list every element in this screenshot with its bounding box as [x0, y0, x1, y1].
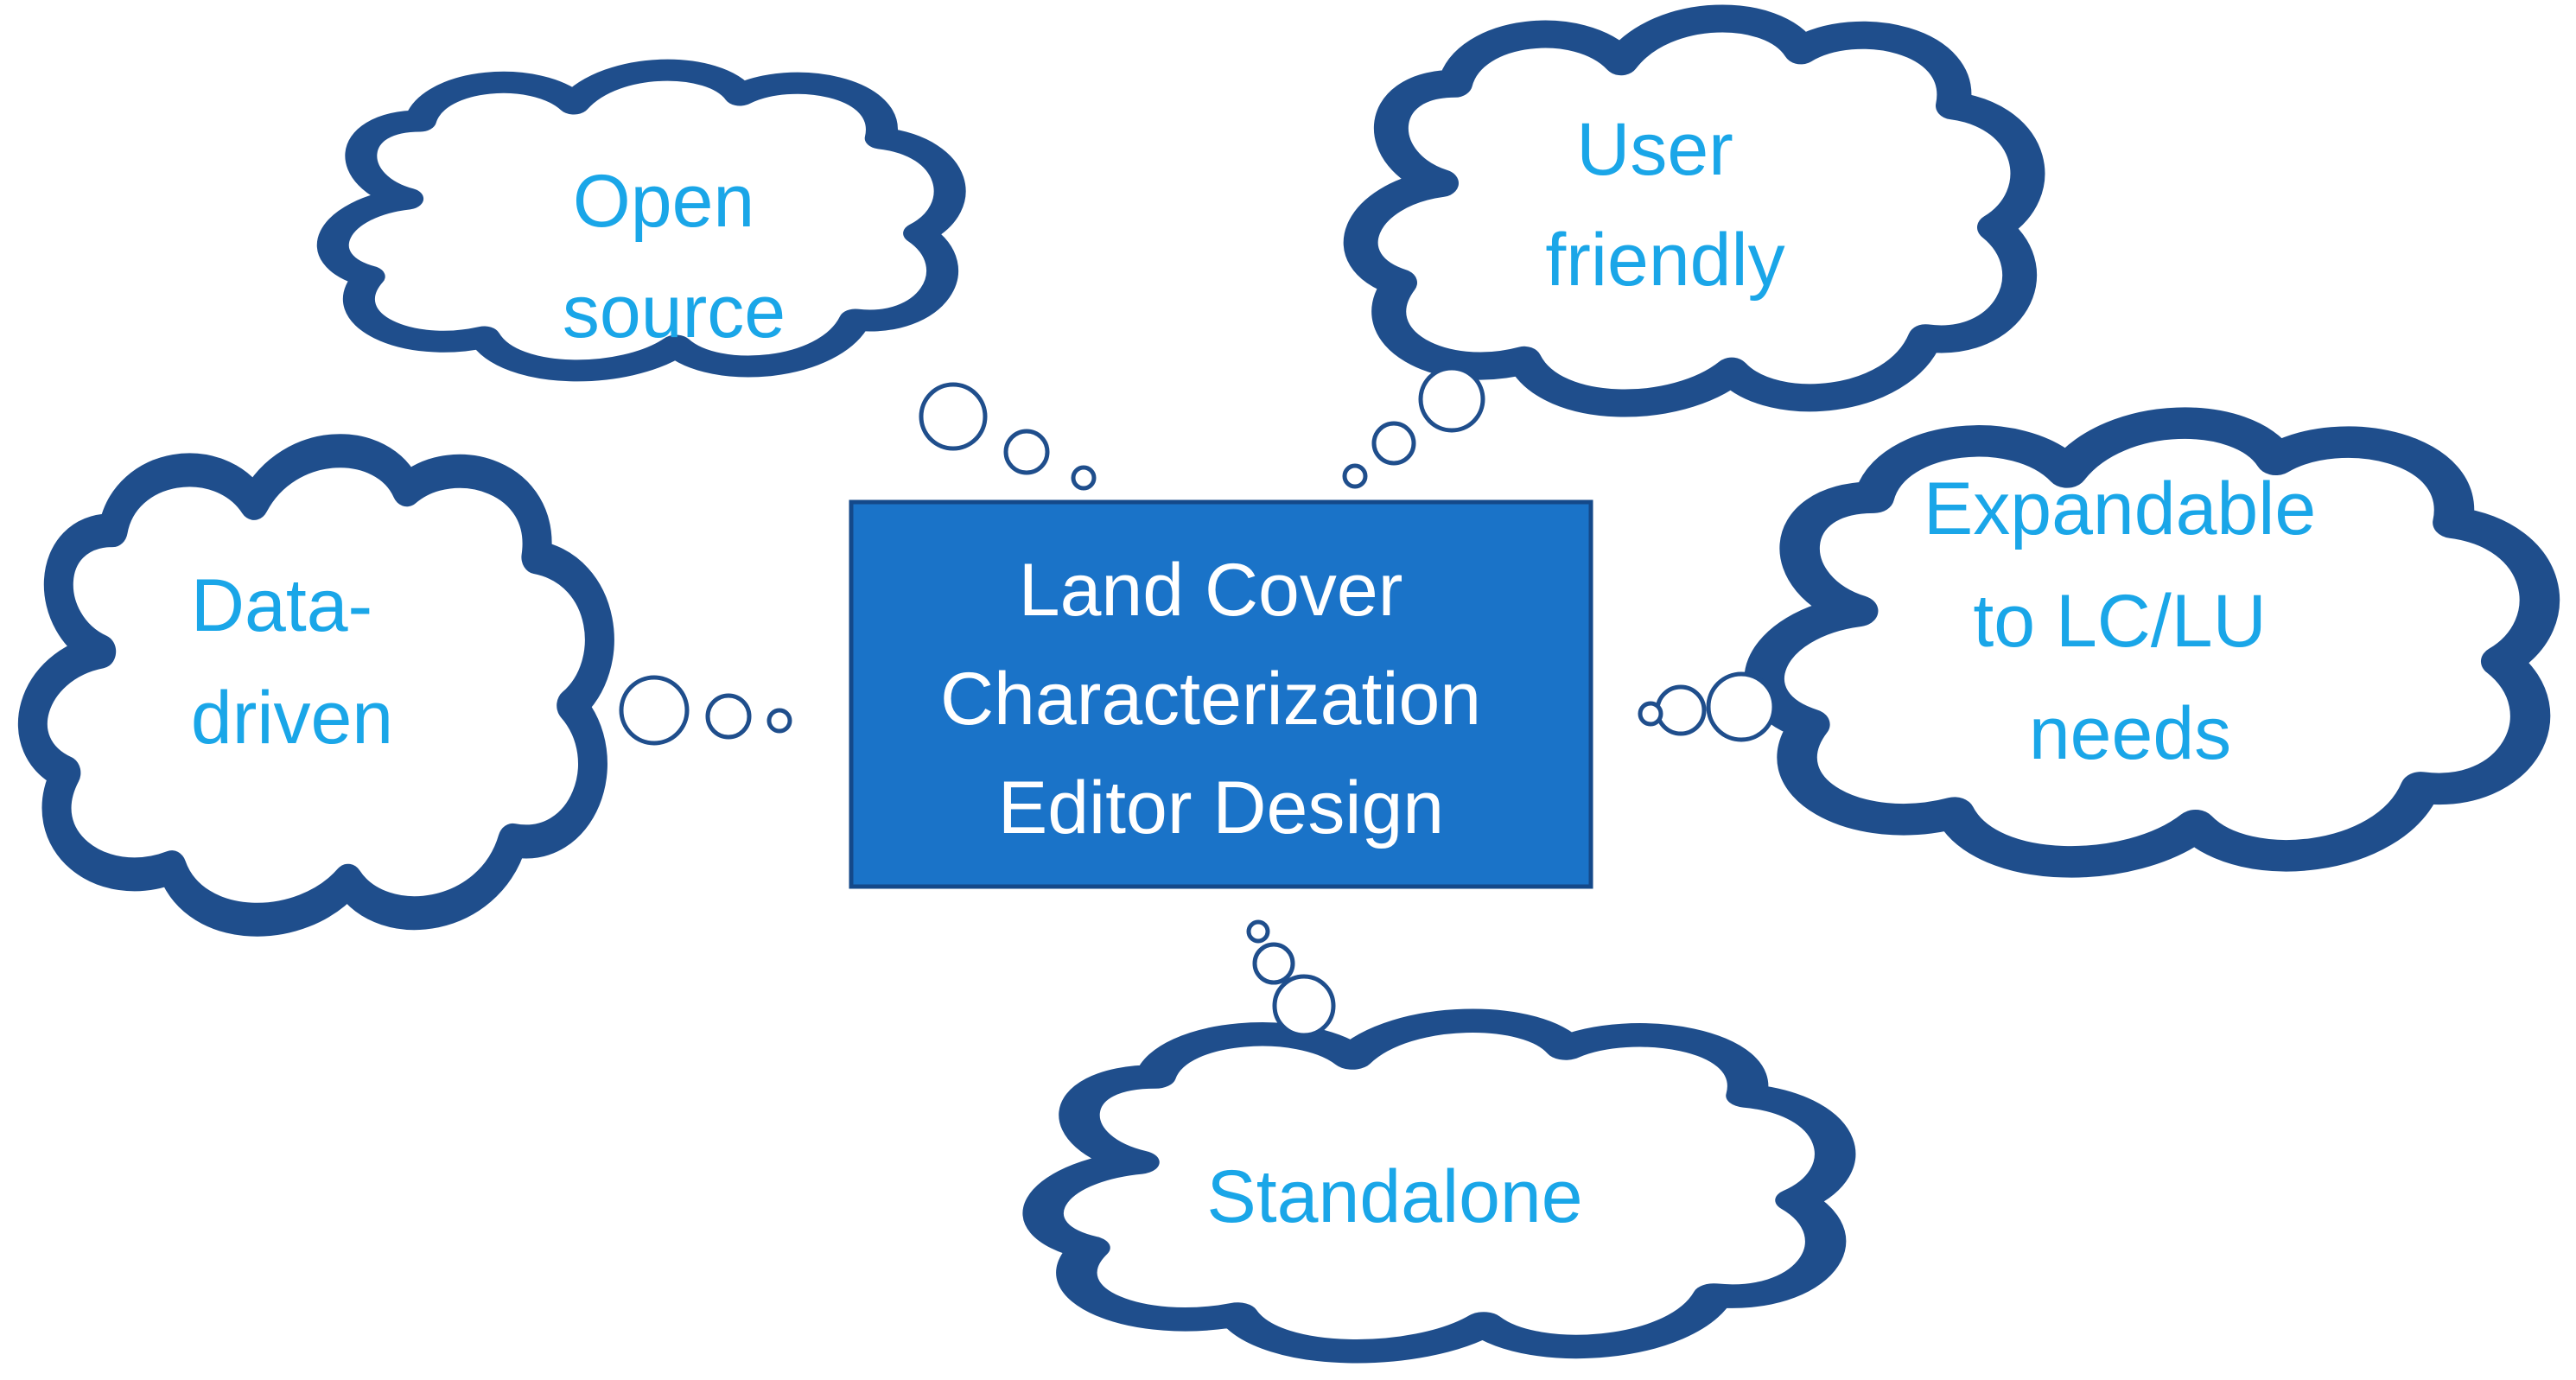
thought-bubble-medium: [1371, 421, 1416, 466]
center-box: [849, 499, 1593, 889]
cloud-label-standalone: Standalone: [1206, 1155, 1582, 1238]
thought-bubble-large: [1272, 974, 1336, 1038]
center-box-group: Land Cover Characterization Editor Desig…: [849, 499, 1593, 889]
cloud-label-user-friendly: User friendly: [1545, 108, 1784, 302]
cloud-open-source: Open source: [333, 70, 1097, 491]
thought-bubble-small: [1638, 701, 1663, 727]
cloud-label-open-source: Open source: [563, 160, 786, 353]
cloud-standalone: Standalone: [1043, 919, 1835, 1351]
thought-bubble-small: [1246, 919, 1270, 944]
center-title: Land Cover Characterization Editor Desig…: [940, 549, 1502, 849]
thought-bubble-small: [1071, 465, 1097, 491]
thought-bubble-small: [766, 708, 792, 734]
thought-bubble-medium: [1655, 684, 1707, 736]
thought-bubble-large: [619, 675, 690, 746]
cloud-label-expandable: Expandable to LC/LU needs: [1924, 467, 2337, 775]
thought-bubble-medium: [705, 693, 752, 740]
thought-bubble-medium: [1003, 429, 1050, 475]
thought-bubble-medium: [1252, 942, 1295, 985]
thought-bubble-large: [919, 382, 988, 451]
cloud-user-friendly: User friendly: [1342, 18, 2027, 489]
cloud-label-data-driven: Data- driven: [191, 564, 393, 760]
cloud-data-driven: Data- driven: [33, 451, 792, 919]
cloud-expandable: Expandable to LC/LU needs: [1638, 423, 2540, 862]
thought-bubble-large: [1706, 671, 1777, 742]
thought-bubble-large: [1418, 366, 1485, 433]
thought-bubble-small: [1342, 463, 1368, 489]
